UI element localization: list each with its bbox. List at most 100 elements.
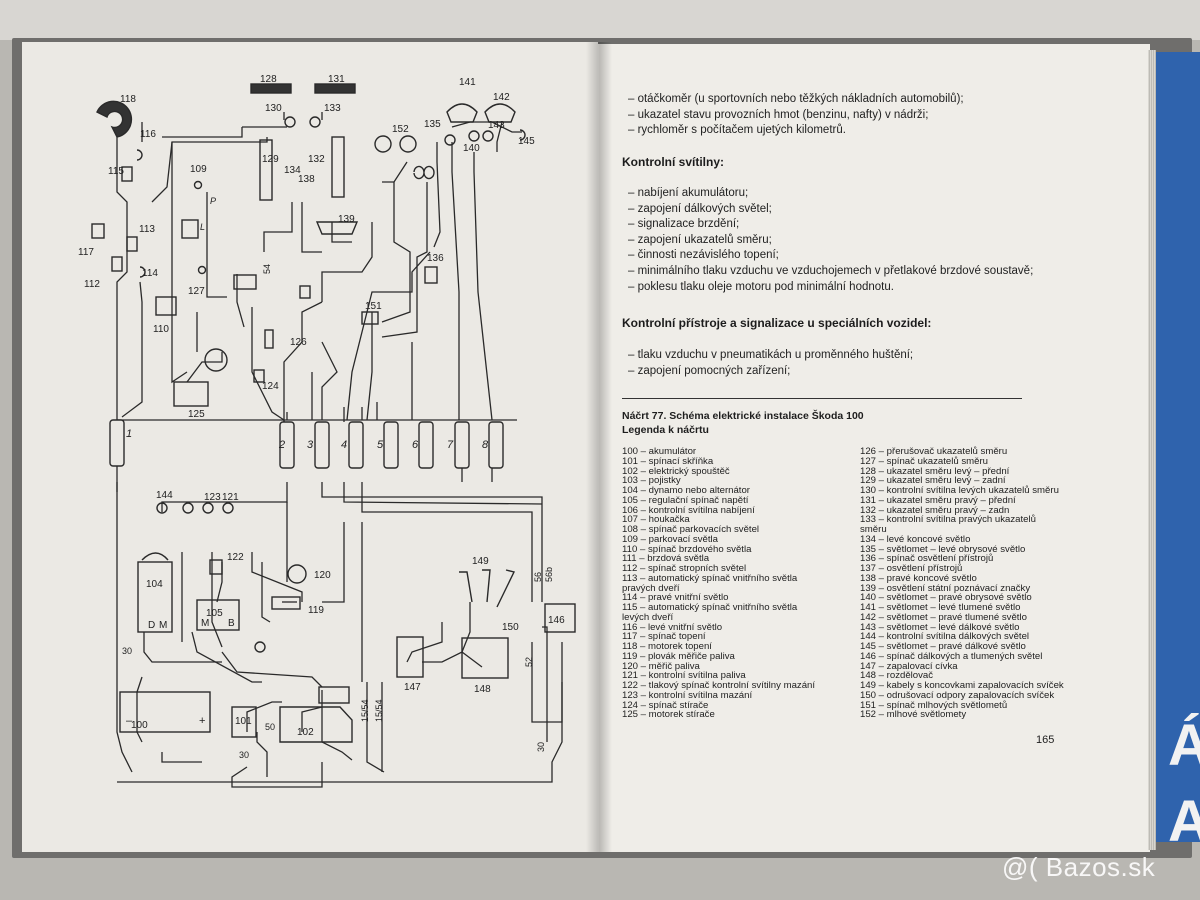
fog-lamp-152a (374, 135, 392, 153)
fuse-6 (418, 421, 434, 469)
diagram-labels: 1 2 3 4 5 6 7 8 100 101 102 104 105 109 … (78, 74, 565, 760)
label-143: 143 (488, 120, 505, 131)
wire-label-56b: 56b (544, 567, 554, 582)
wire-label-m: M (159, 620, 167, 631)
list-item: – otáčkoměr (u sportovních nebo těžkých … (628, 93, 964, 105)
legend-item: 103 – pojistky (622, 475, 681, 487)
label-113: 113 (139, 224, 155, 235)
legend-item: 141 – světlomet – levé tlumené světlo (860, 602, 1021, 613)
switch-110 (155, 296, 177, 316)
wires (116, 112, 563, 788)
legend-item: 124 – spínač stírače (622, 699, 709, 711)
legend-item: 145 – světlomet – pravé dálkové světlo (860, 641, 1026, 652)
list-item: – činnosti nezávislého topení; (628, 249, 779, 262)
fog-lamp-152b (399, 135, 417, 153)
legend-item: směru (860, 524, 887, 535)
legend-item: 121 – kontrolní svítilna paliva (622, 670, 746, 682)
legend-right-column: 126 – přerušovač ukazatelů směru 127 – s… (860, 447, 1064, 720)
label-117: 117 (78, 247, 94, 258)
legend-item: 105 – regulační spínač napětí (622, 494, 749, 506)
legend-item: 128 – ukazatel směru levý – přední (860, 465, 1010, 477)
lamp-123 (202, 502, 214, 514)
wire-label-1554b: 15/54 (374, 699, 384, 722)
fuse-1 (109, 419, 125, 467)
wiper-motor-125 (173, 381, 209, 407)
label-131: 131 (328, 74, 345, 85)
lamps-list: – nabíjení akumulátoru; – zapojení dálko… (628, 186, 1033, 295)
label-152: 152 (392, 124, 409, 135)
wire-label-56: 56 (533, 572, 543, 582)
legend-item: 111 – brzdová světla (622, 553, 710, 565)
lamp-109b (197, 265, 207, 275)
wire-label-m2: M (201, 618, 209, 629)
regulator-105 (196, 599, 240, 631)
label-136: 136 (427, 253, 444, 264)
label-130: 130 (265, 103, 282, 114)
label-133: 133 (324, 103, 341, 114)
switch-136 (424, 266, 438, 284)
fuel-float-119 (271, 596, 301, 610)
label-122: 122 (227, 552, 244, 563)
switch-117 (91, 223, 105, 239)
label-151: 151 (365, 301, 382, 312)
battery-100 (119, 691, 211, 733)
label-102: 102 (297, 727, 314, 738)
wire-label-30b: 30 (239, 750, 249, 760)
switch-115 (121, 166, 133, 182)
lamp-116 (136, 149, 143, 161)
legend-item: 140 – světlomet – pravé obrysové světlo (860, 592, 1032, 604)
book-gutter (586, 42, 612, 852)
legend-item: 100 – akumulátor (622, 446, 697, 457)
divider-line (622, 398, 1022, 399)
legend-left-column: 100 – akumulátor 101 – spínací skříňka 1… (622, 447, 815, 720)
list-item: – ukazatel stavu provozních hmot (benzin… (628, 108, 929, 121)
label-125: 125 (188, 409, 205, 420)
fuse-8 (488, 421, 504, 469)
fuse-label-8: 8 (482, 439, 489, 451)
page-number: 165 (1036, 734, 1055, 746)
beam-switch-146 (544, 603, 576, 633)
legend-item: 119 – plovák měřiče paliva (622, 650, 735, 662)
label-141: 141 (459, 77, 476, 88)
headlamp-141 (446, 103, 478, 123)
legend-item: 130 – kontrolní svítilna levých ukazatel… (860, 485, 1059, 496)
label-135: 135 (424, 119, 441, 130)
legend-item: 149 – kabely s koncovkami zapalovacích s… (860, 680, 1064, 691)
wire-label-b: B (228, 618, 235, 629)
label-144: 144 (156, 490, 173, 501)
rear-lamp-left (259, 139, 273, 201)
distributor-148 (461, 637, 509, 679)
lamp-139-pair (413, 165, 435, 180)
switch-113 (126, 236, 138, 252)
indicator-128 (250, 83, 292, 94)
label-134: 134 (284, 165, 301, 176)
background-wall (0, 0, 1200, 40)
wire-label-p: P (210, 196, 216, 206)
blue-book-letter-1: Á (1168, 713, 1200, 778)
flasher-126 (264, 329, 274, 349)
legend-item: 138 – pravé koncové světlo (860, 572, 977, 584)
label-104: 104 (146, 579, 163, 590)
legend-item: 115 – automatický spínač vnitřního světl… (622, 602, 798, 613)
section-heading-lamps: Kontrolní svítilny: (622, 155, 724, 169)
legend-item: 122 – tlakový spínač kontrolní svítilny … (622, 680, 816, 691)
starter-102 (279, 706, 353, 743)
legend-item: 131 – ukazatel směru pravý – přední (860, 494, 1016, 506)
label-123: 123 (204, 492, 221, 503)
label-127: 127 (188, 286, 205, 297)
legend-item: levých dveří (622, 611, 674, 623)
legend-item: 143 – světlomet – levé dálkové světlo (860, 621, 1020, 633)
fuse-label-5: 5 (377, 439, 384, 451)
wire-label-30c: 30 (536, 742, 546, 752)
legend-item: 137 – osvětlení přístrojů (860, 563, 963, 574)
list-item: – poklesu tlaku oleje motoru pod minimál… (628, 280, 894, 293)
fuse-3 (314, 421, 330, 469)
headlamp-142 (484, 103, 516, 123)
legend-item: 150 – odrušovací odpory zapalovacích sví… (860, 689, 1055, 701)
wire-label-30a: 30 (122, 646, 132, 656)
legend-item: 107 – houkačka (622, 514, 690, 526)
switch-108 (181, 219, 199, 239)
fuse-label-3: 3 (307, 439, 314, 451)
starter-solenoid (318, 686, 350, 704)
legend-item: 125 – motorek stírače (622, 709, 715, 721)
